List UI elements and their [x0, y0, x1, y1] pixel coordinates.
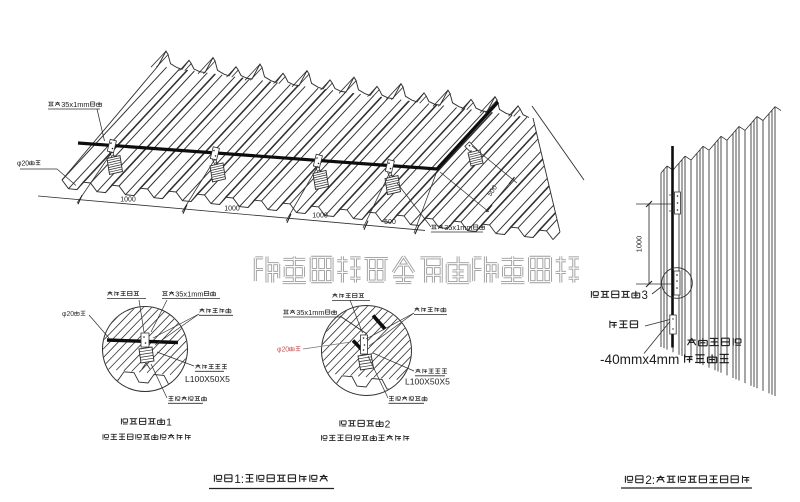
svg-text:35x1mm: 35x1mm — [61, 100, 89, 109]
svg-text:35x1mm: 35x1mm — [175, 290, 203, 299]
svg-text:1000: 1000 — [312, 213, 328, 220]
svg-text:φ20: φ20 — [277, 347, 289, 354]
svg-text:L100X50X5: L100X50X5 — [405, 377, 450, 387]
svg-text:2: 2 — [385, 420, 391, 431]
svg-text:1: 1 — [166, 418, 172, 429]
svg-text:500: 500 — [384, 219, 396, 226]
svg-text:φ20: φ20 — [17, 161, 29, 168]
svg-text:2:: 2: — [645, 473, 655, 487]
svg-text:-40mmx4mm: -40mmx4mm — [600, 352, 679, 367]
svg-text:35x1mm: 35x1mm — [296, 308, 324, 317]
svg-text:φ20: φ20 — [62, 311, 74, 318]
svg-text:35x1mm: 35x1mm — [444, 223, 472, 232]
svg-text:L100X50X5: L100X50X5 — [185, 374, 230, 384]
svg-text:1000: 1000 — [224, 206, 240, 213]
svg-text:1:: 1: — [234, 472, 244, 486]
svg-text:1000: 1000 — [120, 197, 136, 204]
svg-text:3: 3 — [642, 290, 648, 302]
svg-text:1000: 1000 — [635, 236, 644, 253]
